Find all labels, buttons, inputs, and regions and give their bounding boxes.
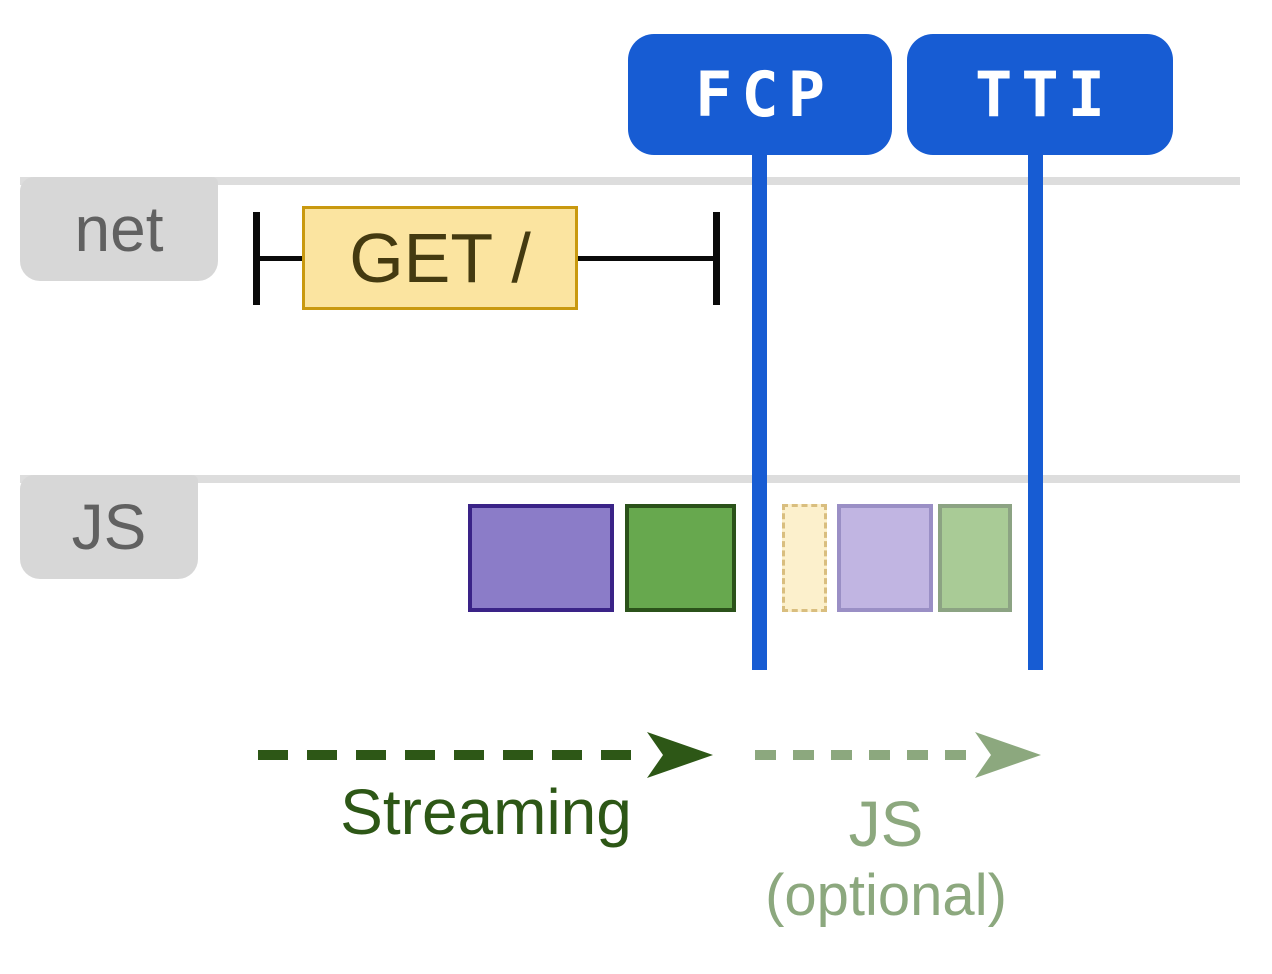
net-track-line (20, 177, 1240, 185)
legend-js-optional-text: (optional) (765, 863, 1007, 928)
request-end-whisker (713, 212, 720, 305)
js-task-optional-purple (837, 504, 933, 612)
fcp-marker-line (752, 149, 767, 670)
legend-js-label: JS (636, 788, 1136, 860)
js-track-line (20, 475, 1240, 483)
js-task-optional-green (938, 504, 1012, 612)
js-task-main-purple (468, 504, 614, 612)
get-request-label: GET / (349, 219, 531, 297)
net-row-label: net (20, 177, 218, 281)
legend-streaming-label: Streaming (236, 776, 736, 848)
js-row-label-text: JS (71, 491, 147, 563)
fcp-marker-badge: FCP (628, 34, 892, 155)
legend-streaming-text: Streaming (340, 776, 632, 848)
fcp-marker-label: FCP (695, 57, 834, 131)
net-row-label-text: net (74, 193, 164, 265)
js-task-main-green (625, 504, 736, 612)
tti-marker-line (1028, 149, 1043, 670)
tti-marker-label: TTI (975, 57, 1114, 131)
get-request-box: GET / (302, 206, 578, 310)
legend-js-optional-label: (optional) (636, 863, 1136, 928)
request-start-whisker (253, 212, 260, 305)
js-row-label: JS (20, 475, 198, 579)
legend-js-text: JS (848, 788, 924, 860)
js-task-optional-yellow (782, 504, 827, 612)
tti-marker-badge: TTI (907, 34, 1173, 155)
